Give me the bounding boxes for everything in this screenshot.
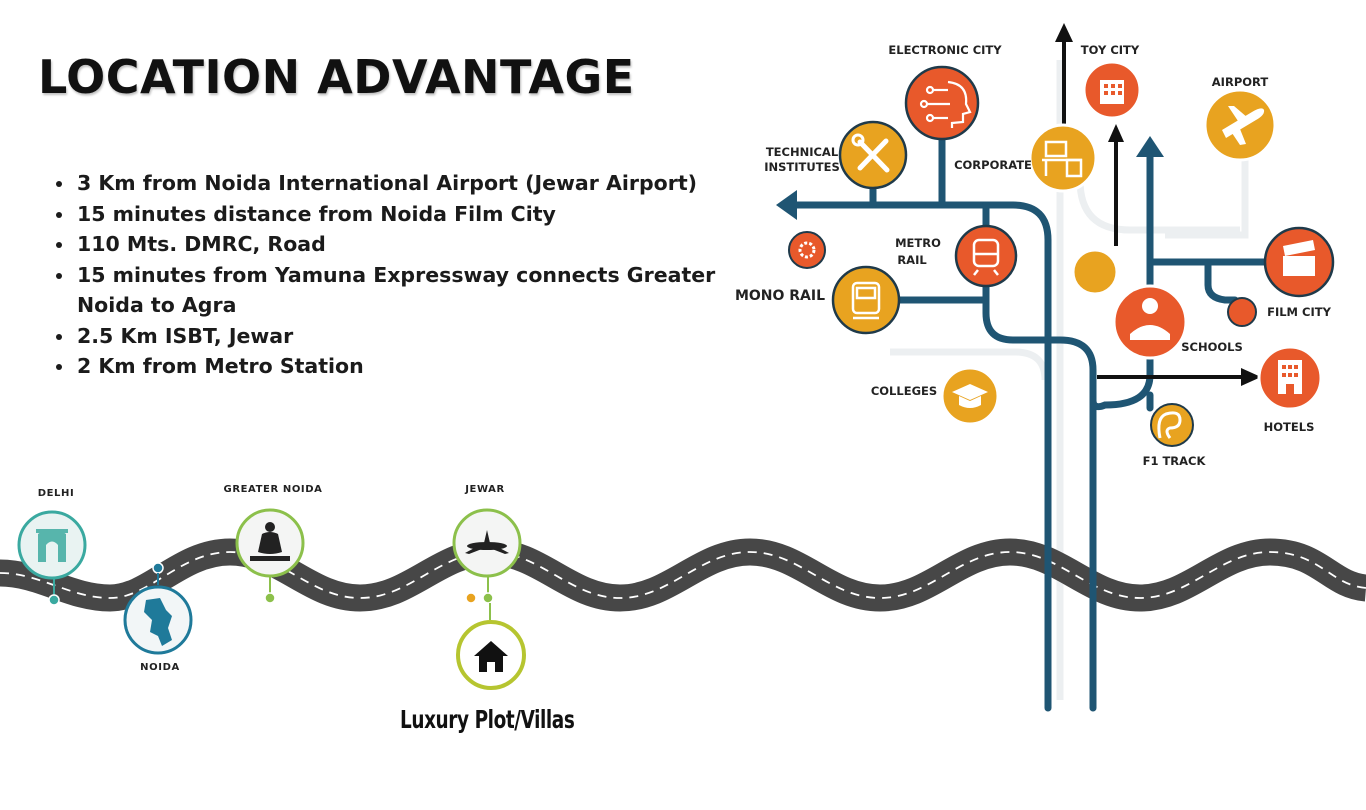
list-item: 3 Km from Noida International Airport (J… — [75, 168, 725, 199]
desk-icon — [1042, 140, 1083, 178]
metro-rail-label-2: RAIL — [897, 253, 927, 267]
noida-map-icon — [144, 598, 172, 646]
toy-city-node — [1082, 60, 1142, 120]
corporate-node — [1028, 123, 1098, 193]
list-item: 2 Km from Metro Station — [75, 351, 725, 382]
hotels-label: HOTELS — [1264, 420, 1315, 434]
hotel-icon — [1278, 360, 1302, 394]
graduation-cap-icon — [952, 384, 988, 408]
train-icon — [972, 238, 1000, 276]
metro-rail-label-1: METRO — [895, 236, 941, 250]
mono-rail-node — [831, 265, 901, 335]
f1-track-node — [1150, 403, 1194, 447]
airport-label: AIRPORT — [1212, 75, 1269, 89]
building-icon — [1100, 80, 1124, 104]
delhi-pin — [17, 510, 87, 606]
toy-city-label: TOY CITY — [1081, 43, 1140, 57]
gear-icon — [798, 241, 816, 259]
list-item: 110 Mts. DMRC, Road — [75, 229, 725, 260]
airport-node — [1203, 88, 1277, 162]
noida-pin — [123, 562, 193, 655]
amber-dot — [1071, 248, 1119, 296]
destination-label: Luxury Plot/Villas — [400, 705, 575, 734]
india-gate-icon — [36, 529, 68, 562]
film-city-label: FILM CITY — [1267, 305, 1331, 319]
airplane-icon — [465, 530, 509, 554]
electronic-city-node — [904, 65, 980, 141]
airplane-icon — [1222, 106, 1265, 145]
schools-label: SCHOOLS — [1181, 340, 1243, 354]
colleges-node — [940, 366, 1000, 426]
list-item: 15 minutes from Yamuna Expressway connec… — [75, 260, 725, 321]
black-arrows — [1055, 23, 1261, 386]
colleges-label: COLLEGES — [871, 384, 937, 398]
advantages-list: 3 Km from Noida International Airport (J… — [48, 168, 725, 382]
home-icon — [474, 641, 508, 672]
tree-arrowheads — [776, 136, 1164, 220]
delhi-label: DELHI — [38, 488, 75, 499]
film-clapper-icon — [1283, 240, 1315, 276]
train-icon — [851, 281, 881, 320]
gear-node — [788, 231, 826, 269]
page-title: LOCATION ADVANTAGE — [38, 50, 635, 104]
metro-rail-node — [954, 224, 1018, 288]
student-icon — [1130, 298, 1170, 340]
film-city-node — [1263, 226, 1335, 298]
noida-label: NOIDA — [140, 662, 180, 673]
jewar-label: JEWAR — [464, 484, 505, 495]
mono-rail-label: MONO RAIL — [735, 288, 825, 304]
technical-institutes-label-2: INSTITUTES — [764, 160, 839, 174]
buddha-icon — [250, 522, 290, 561]
hotels-node — [1257, 345, 1323, 411]
corporate-label: CORPORATE — [954, 158, 1032, 172]
list-item: 2.5 Km ISBT, Jewar — [75, 321, 725, 352]
tree-branches — [786, 126, 1272, 712]
f1-track-label: F1 TRACK — [1143, 454, 1207, 468]
circuit-head-icon — [919, 80, 972, 128]
list-item: 15 minutes distance from Noida Film City — [75, 199, 725, 230]
schools-node — [1112, 284, 1188, 360]
home-pin — [456, 592, 526, 690]
greater-noida-pin — [235, 508, 305, 604]
track-icon — [1157, 411, 1182, 439]
small-dot — [1227, 297, 1257, 327]
greater-noida-label: GREATER NOIDA — [224, 484, 323, 495]
road — [0, 538, 1366, 612]
technical-institutes-label-1: TECHNICAL — [766, 145, 839, 159]
electronic-city-label: ELECTRONIC CITY — [888, 43, 1002, 57]
jewar-pin — [452, 508, 522, 604]
technical-institutes-node — [838, 120, 908, 190]
tools-icon — [851, 133, 890, 173]
